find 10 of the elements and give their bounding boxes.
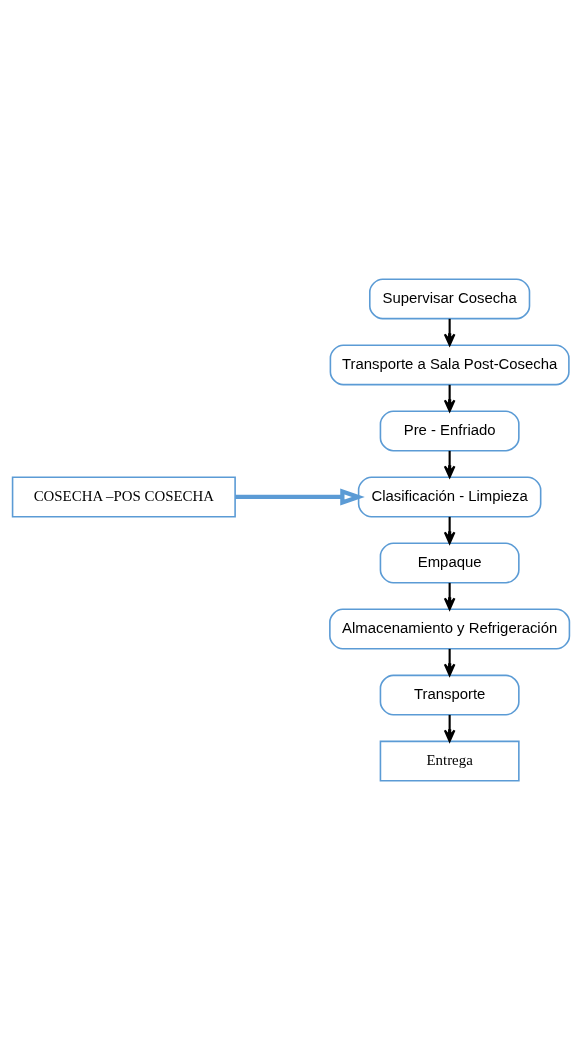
node-box: Entrega bbox=[379, 740, 520, 782]
node-box: Transporte bbox=[379, 674, 520, 716]
arrow bbox=[235, 487, 365, 506]
node-box: Clasificación - Limpieza bbox=[357, 476, 542, 517]
node-box: Transporte a Sala Post-Cosecha bbox=[329, 343, 570, 385]
node-box: Empaque bbox=[379, 542, 520, 583]
node-box: Supervisar Cosecha bbox=[369, 277, 531, 319]
node-box: COSECHA –POS COSECHA bbox=[11, 476, 236, 517]
node-box: Pre - Enfriado bbox=[379, 409, 520, 451]
node-box: Almacenamiento y Refrigeración bbox=[329, 608, 571, 649]
